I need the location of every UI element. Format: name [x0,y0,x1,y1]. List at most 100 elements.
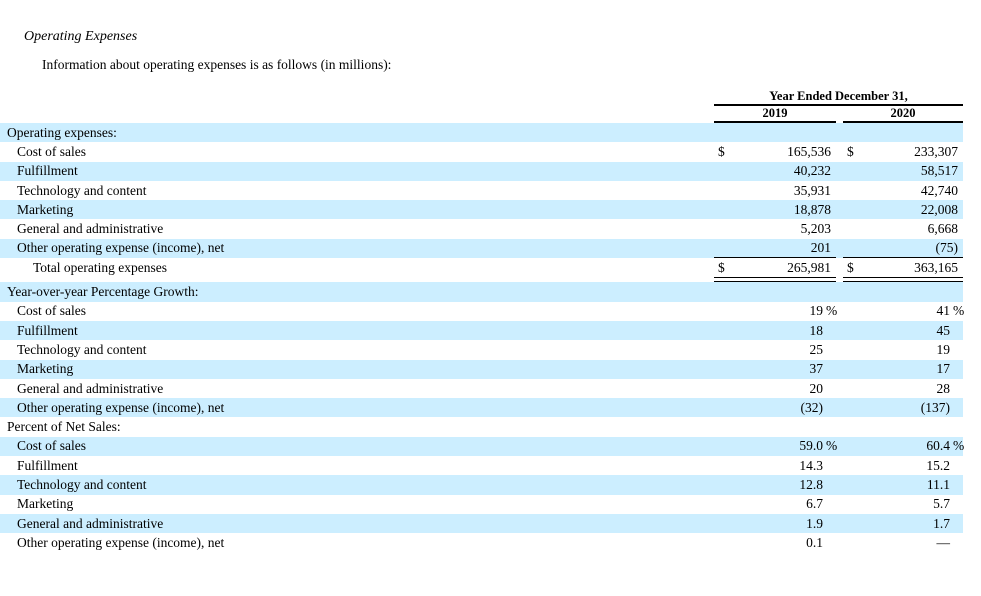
column-gap [836,106,843,123]
column-gap [836,200,843,219]
row-label: Other operating expense (income), net [17,534,225,550]
column-gap [836,379,843,398]
column-gap [836,533,843,552]
year-column-2019: 40,232 [714,162,836,181]
row-label: Year-over-year Percentage Growth: [7,284,199,300]
year-column-2020: 22,008 [843,200,963,219]
section-title: Operating Expenses [24,29,138,44]
cell-value-2019: 37 [809,361,824,377]
table-row: Fulfillment 14.3 15.2 [0,456,963,475]
column-gap [836,456,843,475]
cell-value-2020: 19 [936,341,951,357]
cell-value-2020: 42,740 [920,182,958,198]
cell-value-2019: 14.3 [799,457,823,473]
year-column-2020: $233,307 [843,142,963,161]
column-header-2020: 2020 [843,106,963,123]
cell-value-2020: 6,668 [927,221,958,237]
year-column-2019: 6.7 [714,495,836,514]
cell-value-2019: 19 [809,303,824,319]
cell-value-2019: 165,536 [787,143,831,159]
table-row: Cost of sales 19% 41% [0,302,965,321]
percent-sign-2020: % [953,303,965,319]
column-gap [836,495,843,514]
row-label: General and administrative [17,221,164,237]
column-gap [836,437,843,456]
double-rule-2019 [714,277,836,283]
cell-value-2019: 265,981 [787,259,831,275]
column-gap [836,219,843,238]
year-column-2019: 25 [714,340,836,359]
year-column-2020: 17 [843,360,963,379]
cell-value-2020: 60.4 [926,438,950,454]
cell-value-2020: 22,008 [920,201,958,217]
year-column-2019: (32) [714,398,836,417]
year-column-2019: 35,931 [714,181,836,200]
column-gap [836,514,843,533]
table-row: Marketing 37 17 [0,359,963,379]
cell-value-2020: 28 [936,380,951,396]
year-column-2020: 45 [843,321,963,340]
cell-value-2019: 12.8 [799,476,823,492]
cell-value-2019: 5,203 [800,221,831,237]
row-label: Cost of sales [17,143,86,159]
row-label: Fulfillment [17,163,78,179]
row-label: Fulfillment [17,457,78,473]
year-column-2020 [843,417,963,436]
column-gap [836,321,843,340]
cell-value-2020: 15.2 [926,457,950,473]
table-row: Technology and content 35,931 42,740 [0,181,963,200]
year-column-2019 [714,417,836,436]
cell-value-2020: 5.7 [933,496,950,512]
year-column-2020: 42,740 [843,181,963,200]
year-column-2019: 5,203 [714,219,836,238]
cell-value-2020: 17 [936,361,951,377]
year-column-2019: $265,981 [714,258,836,277]
cell-value-2020: (75) [935,239,959,255]
year-column-2019: 0.1 [714,533,836,552]
year-column-2020: 1.7 [843,514,963,533]
header-spacer [0,106,714,123]
year-column-2020: 28 [843,379,963,398]
cell-value-2020: 41 [936,303,951,319]
table-row: Operating expenses: [0,123,963,143]
double-rule-divider [0,277,963,283]
row-label: Marketing [17,496,74,512]
row-label: General and administrative [17,380,164,396]
year-column-2019: 18,878 [714,200,836,219]
column-gap [836,360,843,379]
operating-expenses-table: Year Ended December 31, 2019 2020 Operat… [0,89,965,553]
year-column-2019: 14.3 [714,456,836,475]
column-gap [836,239,843,258]
year-column-2019: 59.0% [714,437,837,456]
cell-value-2020: (137) [920,399,950,415]
percent-sign-2020: % [953,438,965,454]
table-body: Operating expenses:Cost of sales$165,536… [0,123,965,553]
cell-value-2019: 35,931 [793,182,831,198]
row-label: Operating expenses: [7,124,117,140]
table-row: General and administrative 5,203 6,668 [0,219,963,238]
year-column-2020: (137) [843,398,963,417]
cell-value-2019: 59.0 [799,438,823,454]
cell-value-2020: 363,165 [914,259,958,275]
year-column-2020: (75) [843,239,963,259]
row-label: Technology and content [17,182,147,198]
row-label: Cost of sales [17,303,86,319]
row-label: Marketing [17,361,74,377]
cell-value-2019: 40,232 [793,163,831,179]
year-column-2019: 19% [714,302,838,321]
table-row: Percent of Net Sales: [0,417,963,436]
year-column-2019: 12.8 [714,475,836,494]
cell-value-2019: 201 [810,239,831,255]
cell-value-2019: 6.7 [806,496,823,512]
year-column-2019 [714,123,836,142]
column-gap [836,282,843,301]
table-row: Other operating expense (income), net(32… [0,398,963,418]
divider-spacer [0,277,714,282]
cell-value-2020: 233,307 [914,143,958,159]
year-column-2020: 60.4% [843,437,965,456]
year-column-2020: 11.1 [843,475,963,494]
year-column-2019: 1.9 [714,514,836,533]
